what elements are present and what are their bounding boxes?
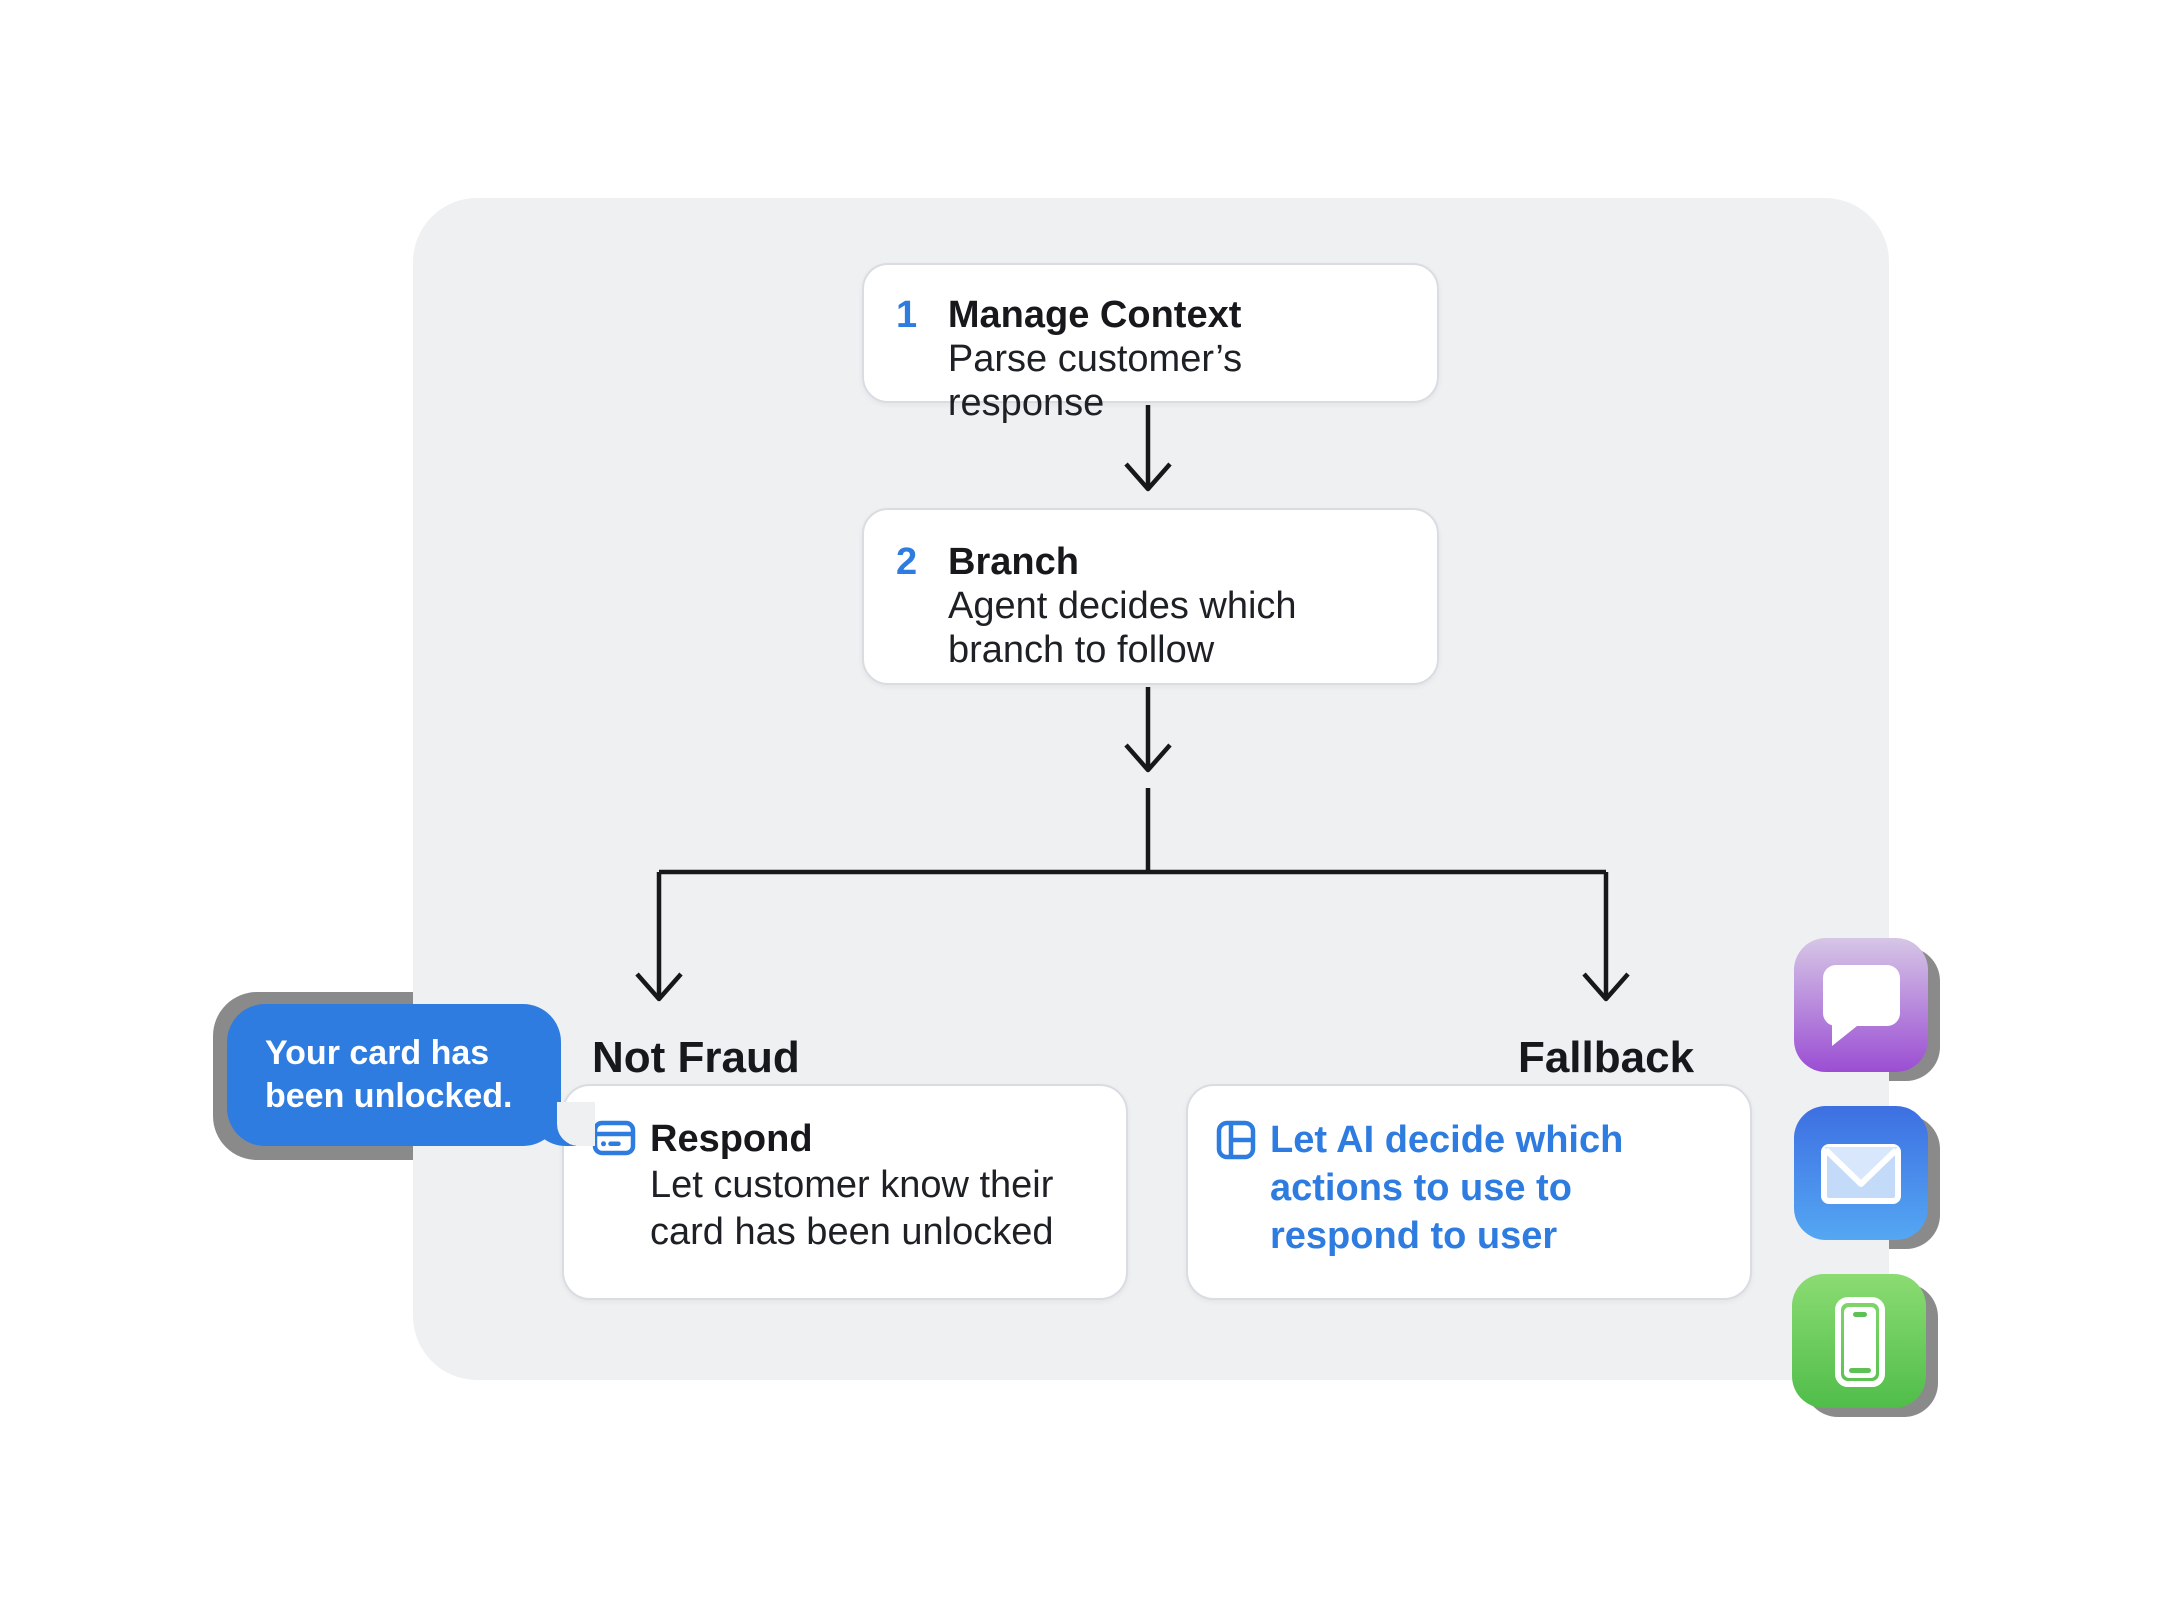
card-description: Let customer know their card has been un… xyxy=(650,1164,1054,1253)
step-title: Manage Context xyxy=(947,294,1242,336)
messages-app-icon xyxy=(1794,938,1928,1072)
branch-label-fallback: Fallback xyxy=(1517,1033,1695,1082)
phone-app-icon xyxy=(1792,1274,1926,1408)
branch-label-not-fraud: Not Fraud xyxy=(592,1033,800,1082)
step-title: Branch xyxy=(948,541,1079,583)
flow-step-manage-context: 1 Manage Context Parse customer’s respon… xyxy=(862,263,1439,424)
mail-app-icon xyxy=(1794,1106,1928,1240)
step-description: Agent decides which branch to follow xyxy=(948,585,1297,671)
card-text: Let AI decide which actions to use to re… xyxy=(1270,1119,1624,1257)
table-grid-icon xyxy=(1216,1120,1256,1260)
step-number: 2 xyxy=(896,541,918,583)
step-number: 1 xyxy=(896,294,918,336)
chat-bubble: Your card has been unlocked. xyxy=(227,1004,595,1146)
flow-step-branch: 2 Branch Agent decides which branch to f… xyxy=(862,508,1439,685)
step-description: Parse customer’s response xyxy=(947,338,1243,424)
action-card-fallback: Let AI decide which actions to use to re… xyxy=(1186,1084,1752,1300)
card-title: Respond xyxy=(650,1118,813,1160)
credit-card-icon xyxy=(592,1120,636,1256)
action-card-respond: Respond Let customer know their card has… xyxy=(562,1084,1128,1300)
chat-bubble-text: Your card has been unlocked. xyxy=(265,1034,513,1115)
